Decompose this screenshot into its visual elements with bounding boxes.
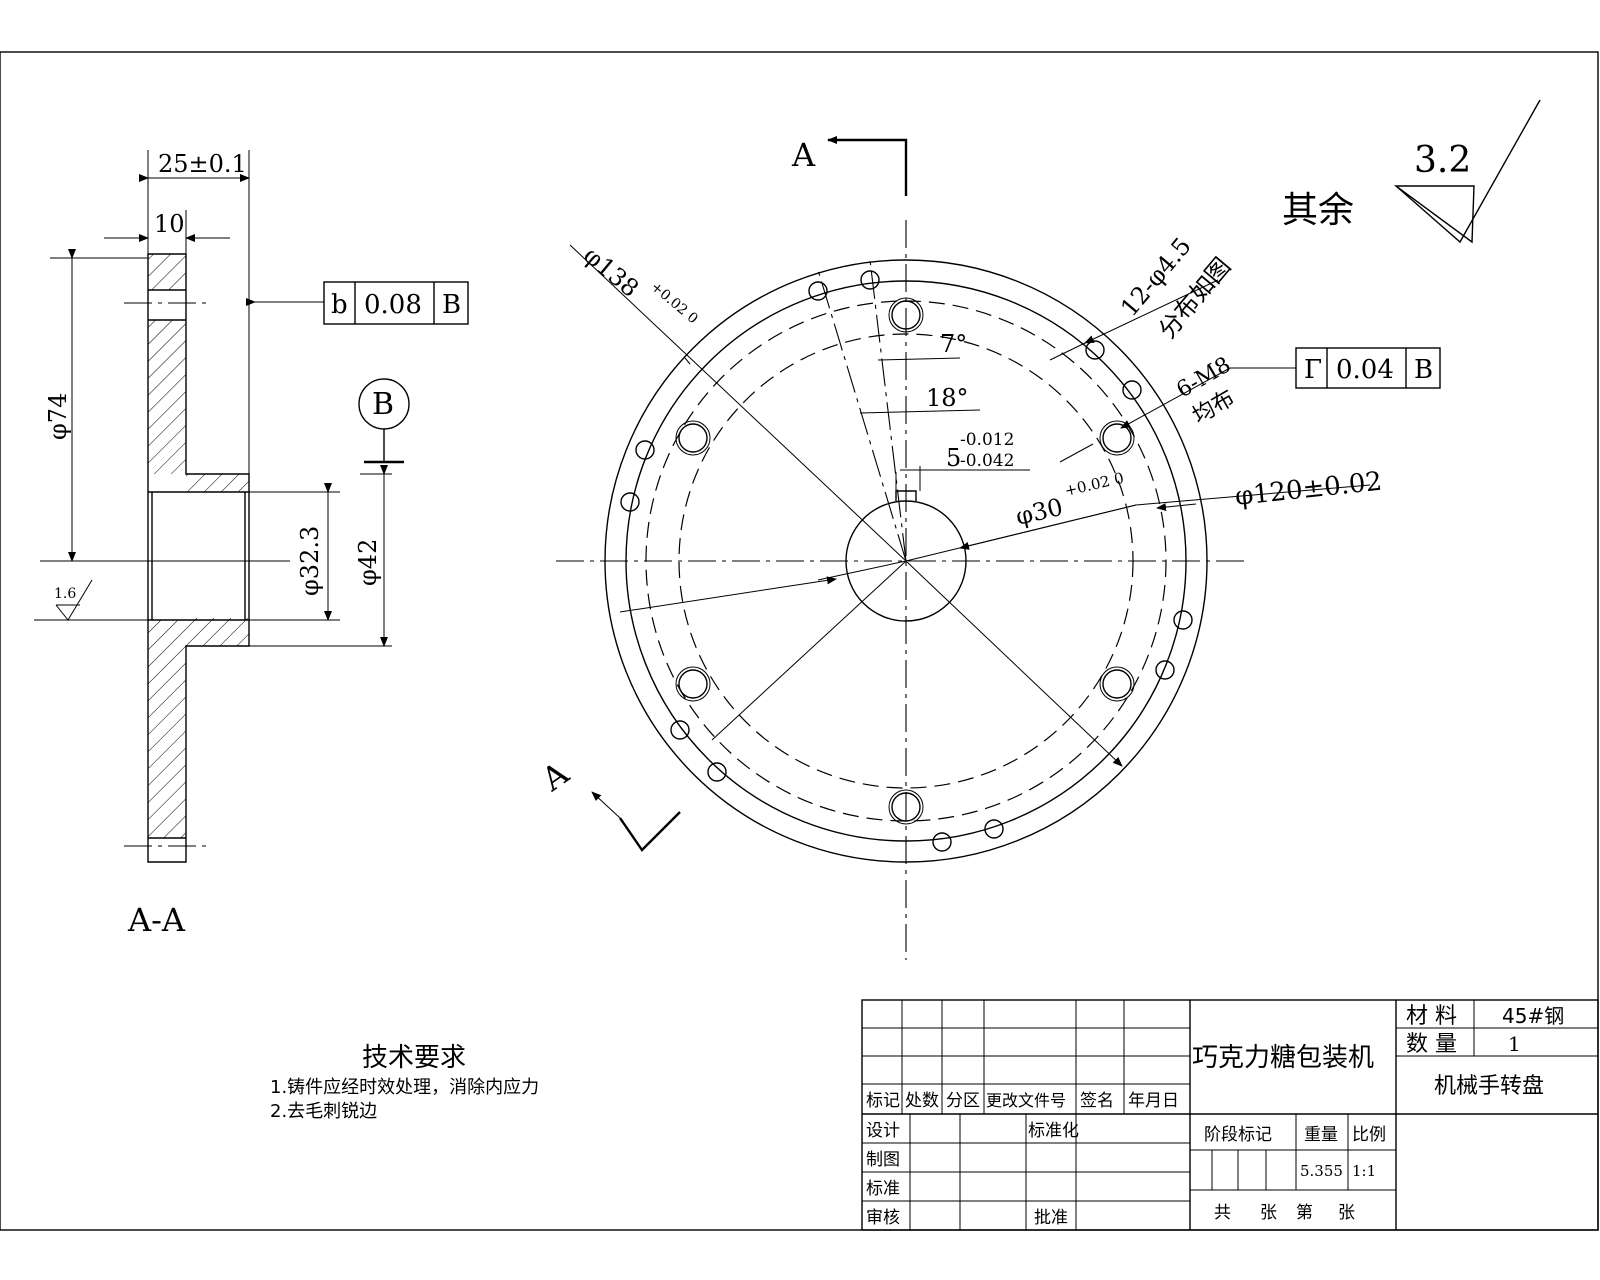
surface-finish: 3.2 其余	[1282, 99, 1541, 244]
front-view: 7° 18° 5 -0.012 -0.042 φ30 +0.02 0 φ120±…	[534, 136, 1441, 960]
svg-text:比例: 比例	[1352, 1125, 1386, 1145]
tech-requirements: 技术要求 1.铸件应经时效处理，消除内应力 2.去毛刺锐边	[270, 1043, 539, 1122]
tech-item-2: 2.去毛刺锐边	[270, 1101, 377, 1122]
dim-outer: φ42	[354, 539, 382, 586]
svg-text:重量: 重量	[1304, 1125, 1338, 1145]
section-label: A-A	[127, 901, 186, 939]
svg-text:张: 张	[1260, 1203, 1277, 1223]
dim-width: 25±0.1	[158, 150, 247, 178]
svg-text:3.2: 3.2	[1414, 140, 1471, 181]
dim-bore: φ32.3	[296, 526, 324, 596]
material-value: 45#钢	[1502, 1004, 1564, 1028]
section-mark-top: A	[791, 136, 816, 174]
dim-hub-dia: φ74	[44, 393, 72, 440]
section-mark-bottom: A	[534, 754, 576, 799]
svg-text:阶段标记: 阶段标记	[1204, 1125, 1272, 1145]
svg-text:张: 张	[1338, 1203, 1355, 1223]
svg-text:处数: 处数	[905, 1091, 939, 1111]
svg-text:Γ: Γ	[1304, 355, 1322, 385]
dim-key-tol-lower: -0.042	[960, 451, 1014, 471]
bore-circle	[845, 500, 967, 622]
svg-text:B: B	[372, 387, 394, 422]
tolerance-frame-section: b 0.08 B	[323, 281, 469, 325]
svg-text:数 量: 数 量	[1406, 1032, 1457, 1057]
svg-text:更改文件号: 更改文件号	[986, 1091, 1066, 1110]
title-block: 标记 处数 分区 更改文件号 签名 年月日 设计 制图 标准 审核 标准化 批准…	[861, 999, 1599, 1231]
svg-text:年月日: 年月日	[1128, 1091, 1179, 1111]
small-holes	[620, 270, 1193, 852]
dim-flange: 10	[154, 210, 185, 238]
section-view: 25±0.1 10 φ74 φ32.3 φ42 1.6 b 0.08	[34, 150, 469, 939]
svg-text:材 料: 材 料	[1406, 1004, 1457, 1029]
dim-od: φ138	[578, 241, 644, 303]
svg-text:B: B	[442, 290, 461, 320]
dim-pcd: φ120±0.02	[1234, 467, 1384, 512]
svg-text:制图: 制图	[866, 1150, 900, 1170]
svg-text:标准: 标准	[866, 1179, 900, 1199]
tolerance-frame-front: Γ 0.04 B	[1295, 347, 1441, 389]
outer-contour	[604, 259, 1208, 863]
svg-text:审核: 审核	[866, 1208, 900, 1228]
svg-text:分区: 分区	[946, 1091, 980, 1111]
svg-text:设计: 设计	[866, 1121, 900, 1141]
svg-text:0.04: 0.04	[1336, 355, 1394, 385]
weight-value: 5.355	[1300, 1162, 1343, 1180]
svg-text:标准化: 标准化	[1028, 1121, 1079, 1141]
svg-text:批准: 批准	[1034, 1208, 1068, 1228]
svg-text:B: B	[1414, 355, 1433, 385]
dim-key: 5	[946, 444, 961, 472]
tech-title: 技术要求	[362, 1043, 466, 1073]
svg-text:b: b	[331, 290, 348, 320]
surface-finish-label: 其余	[1282, 190, 1354, 231]
angle-large: 18°	[926, 384, 969, 412]
threaded-holes	[675, 297, 1135, 825]
dim-bore-tol: +0.02 0	[1063, 469, 1126, 500]
quantity-value: 1	[1508, 1032, 1521, 1056]
sheet-border	[0, 51, 1599, 1231]
svg-text:标记: 标记	[866, 1091, 900, 1111]
svg-text:签名: 签名	[1080, 1091, 1114, 1111]
dim-key-tol-upper: -0.012	[960, 430, 1014, 450]
part-name: 机械手转盘	[1434, 1074, 1544, 1099]
tech-item-1: 1.铸件应经时效处理，消除内应力	[270, 1077, 539, 1098]
roughness-value: 1.6	[54, 586, 76, 602]
svg-text:共: 共	[1214, 1203, 1231, 1223]
angle-small: 7°	[940, 330, 967, 358]
svg-text:0.08: 0.08	[364, 290, 422, 320]
svg-text:第: 第	[1296, 1203, 1313, 1223]
datum-b: B	[358, 378, 410, 464]
product-name: 巧克力糖包装机	[1192, 1043, 1374, 1073]
dim-od-tol: +0.02 0	[647, 279, 700, 327]
scale-value: 1:1	[1352, 1162, 1376, 1180]
dim-bore-front: φ30	[1013, 493, 1065, 531]
